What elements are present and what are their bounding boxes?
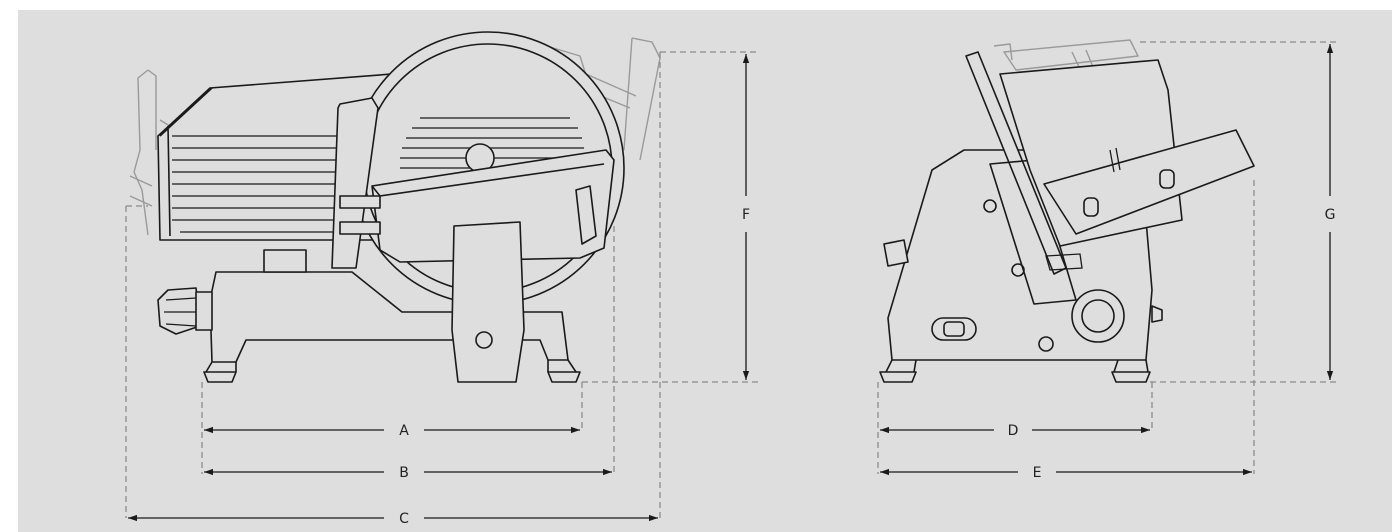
- front-bolt-lower: [339, 221, 381, 235]
- side-tray-knob-right: [1159, 169, 1175, 189]
- dimension-b: B: [204, 465, 612, 481]
- front-housing-grille: [172, 135, 340, 233]
- dimension-extension-lines: [125, 41, 1340, 518]
- dimension-g-label: G: [1325, 207, 1336, 223]
- dimension-e: E: [880, 465, 1252, 481]
- front-foot-left: [203, 371, 237, 383]
- dimension-d: D: [880, 423, 1150, 439]
- dimension-c: C: [128, 511, 658, 527]
- side-switch: [931, 317, 977, 341]
- side-knob-stub: [1151, 305, 1163, 323]
- side-knob: [1071, 289, 1125, 343]
- dimension-d-label: D: [1008, 423, 1019, 439]
- dimension-f-label: F: [742, 207, 750, 223]
- side-view-slicer: [879, 39, 1255, 383]
- front-neck: [263, 249, 307, 273]
- dimension-e-label: E: [1033, 465, 1042, 481]
- dimension-c-label: C: [399, 511, 409, 527]
- side-tray-knob-left: [1083, 197, 1099, 217]
- front-foot-right: [547, 371, 581, 383]
- front-knob: [157, 287, 201, 335]
- front-carriage: [371, 149, 615, 263]
- dimension-a: A: [204, 423, 580, 439]
- dimension-a-label: A: [399, 423, 409, 439]
- front-bolt-upper: [339, 195, 381, 209]
- dimension-b-label: B: [399, 465, 409, 481]
- front-view-slicer: [129, 31, 661, 383]
- dimension-g: G: [1325, 44, 1336, 380]
- side-foot-right: [1111, 371, 1151, 383]
- front-column: [451, 221, 525, 383]
- side-screw: [1038, 336, 1054, 352]
- front-column-screw: [475, 331, 493, 349]
- dimension-f: F: [742, 54, 750, 380]
- side-foot-left: [879, 371, 917, 383]
- front-knob-collar: [195, 291, 213, 331]
- side-stud: [883, 239, 909, 267]
